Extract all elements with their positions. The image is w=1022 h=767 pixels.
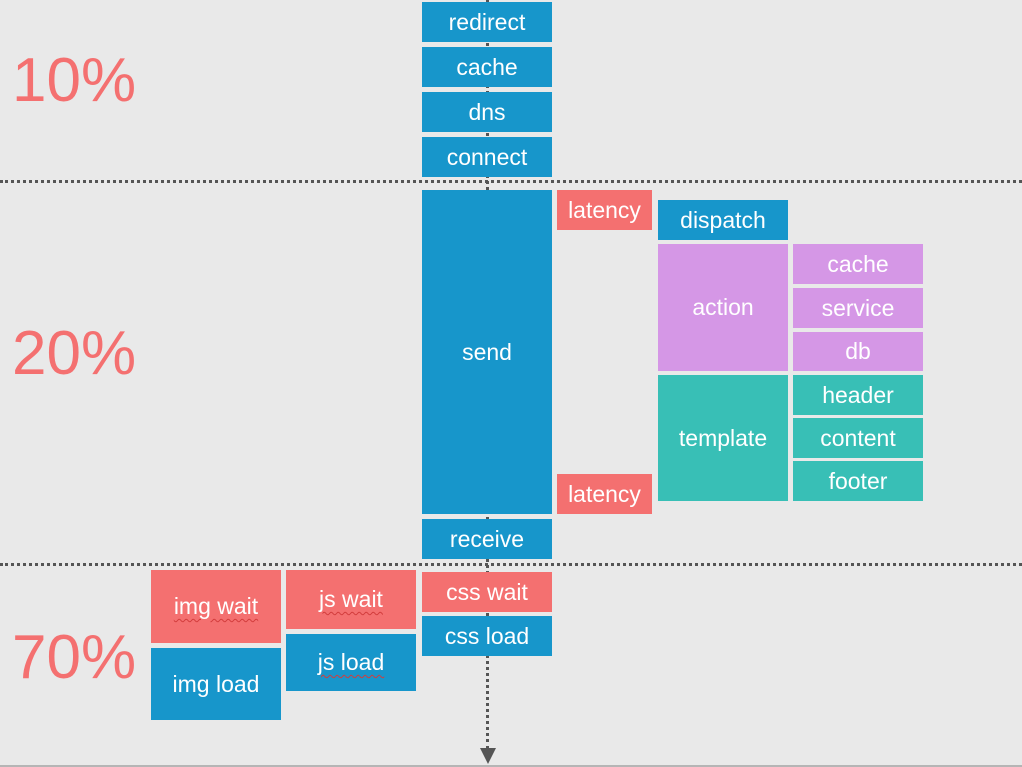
box-redirect: redirect [422, 2, 552, 42]
box-receive: receive [422, 519, 552, 559]
box-db: db [793, 332, 923, 371]
phase-10-label: 10% [12, 46, 137, 115]
img-wait-label: img wait [173, 593, 259, 619]
js-wait-label: js wait [319, 586, 383, 612]
box-css-load: css load [422, 616, 552, 656]
box-action-cache: cache [793, 244, 923, 284]
box-send: send [422, 190, 552, 514]
box-js-wait: js wait [286, 570, 416, 629]
bottom-border [0, 765, 1022, 767]
box-img-load: img load [151, 648, 281, 720]
box-content: content [793, 418, 923, 458]
box-connect: connect [422, 137, 552, 177]
box-js-load: js load [286, 634, 416, 691]
box-latency-top: latency [557, 190, 652, 230]
box-dns: dns [422, 92, 552, 132]
box-template: template [658, 375, 788, 501]
box-latency-bottom: latency [557, 474, 652, 514]
box-dispatch: dispatch [658, 200, 788, 240]
box-footer: footer [793, 461, 923, 501]
phase-divider-2 [0, 563, 1022, 566]
timeline-arrow-icon [480, 748, 496, 764]
phase-20-label: 20% [12, 319, 137, 388]
phase-70-label: 70% [12, 623, 137, 692]
box-css-wait: css wait [422, 572, 552, 612]
box-cache: cache [422, 47, 552, 87]
box-action: action [658, 244, 788, 371]
box-img-wait: img wait [151, 570, 281, 643]
js-load-label: js load [317, 649, 385, 675]
box-service: service [793, 288, 923, 328]
phase-divider-1 [0, 180, 1022, 183]
box-header: header [793, 375, 923, 415]
